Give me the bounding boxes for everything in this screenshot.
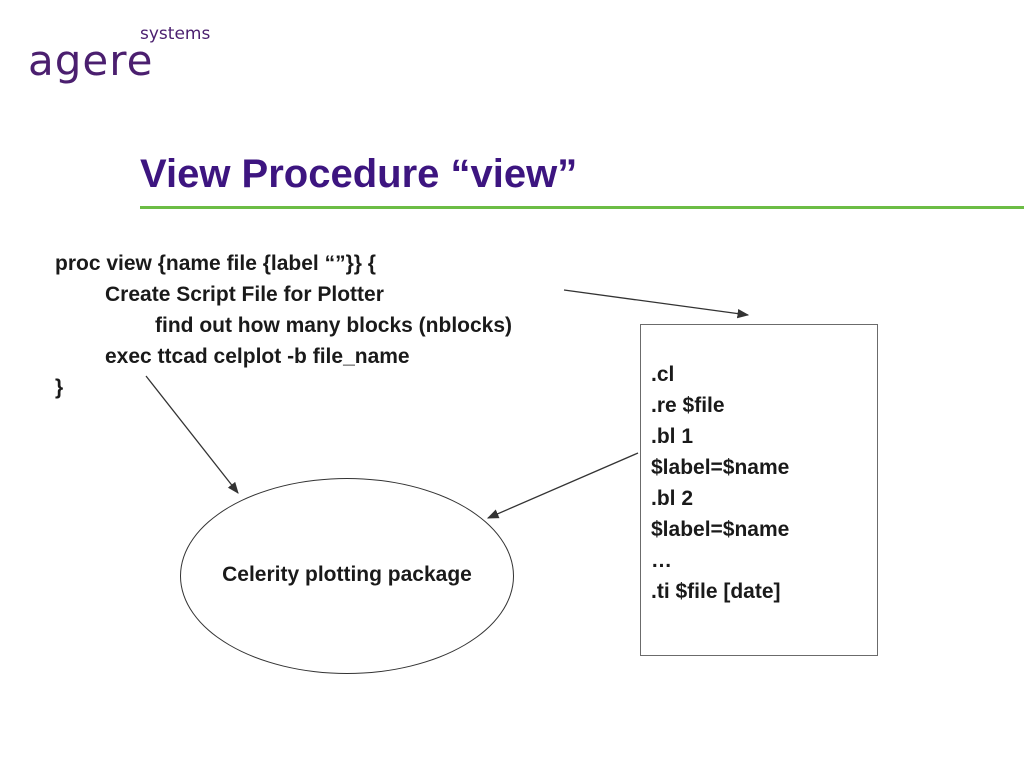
arrow-from-script-box-to-ellipse <box>486 452 639 519</box>
logo-subtext: systems <box>140 24 211 44</box>
script-line-2: .re $file <box>651 394 725 417</box>
script-line-3: .bl 1 <box>651 425 694 448</box>
logo-wordmark: agere <box>28 36 154 85</box>
code-line-1: proc view {name file {label “”}} { <box>55 252 376 275</box>
slide-title: View Procedure “view” <box>140 152 578 196</box>
procedure-code: proc view {name file {label “”}} { Creat… <box>55 248 512 403</box>
script-line-4: $label=$name <box>651 456 790 479</box>
script-line-7: … <box>651 549 672 572</box>
agere-logo: agere systems <box>28 22 228 94</box>
celerity-ellipse: Celerity plotting package <box>180 478 514 674</box>
script-line-8: .ti $file [date] <box>651 580 781 603</box>
title-underline <box>140 206 1024 209</box>
script-file-lines: .cl .re $file .bl 1 $label=$name .bl 2 $… <box>651 359 789 607</box>
arrow-to-script-box <box>563 289 750 319</box>
script-file-box: .cl .re $file .bl 1 $label=$name .bl 2 $… <box>640 324 878 656</box>
code-line-4: exec ttcad celplot -b file_name <box>105 345 410 368</box>
script-line-6: $label=$name <box>651 518 790 541</box>
script-line-1: .cl <box>651 363 675 386</box>
code-line-3: find out how many blocks (nblocks) <box>155 314 513 337</box>
ellipse-label: Celerity plotting package <box>222 563 472 586</box>
code-line-2: Create Script File for Plotter <box>105 283 384 306</box>
script-line-5: .bl 2 <box>651 487 694 510</box>
code-line-5: } <box>55 376 64 399</box>
arrow-to-ellipse-from-exec <box>145 375 239 494</box>
